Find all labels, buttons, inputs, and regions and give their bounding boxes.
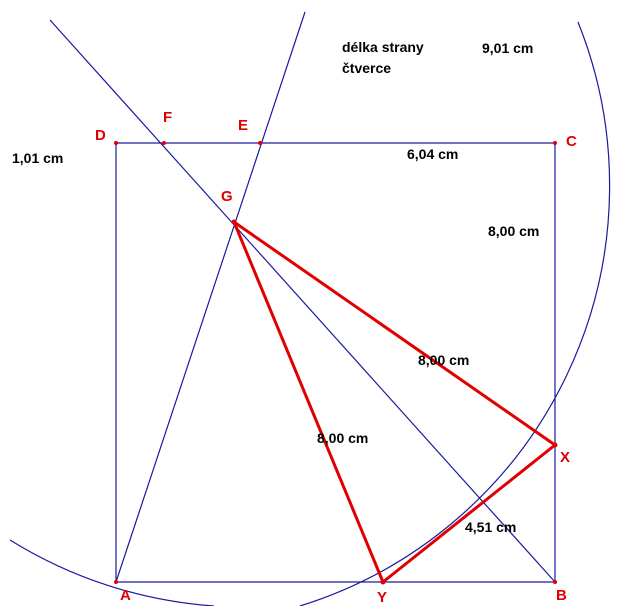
label-e: E — [238, 117, 248, 134]
line-fb — [49, 19, 556, 583]
measure-fc: 6,04 cm — [407, 146, 458, 162]
measure-gy: 8,00 cm — [317, 430, 368, 446]
square-side-value: 9,01 cm — [482, 40, 533, 56]
point-f-marker — [162, 141, 166, 145]
line-ae — [115, 11, 306, 583]
label-y: Y — [377, 589, 387, 606]
point-d-marker — [114, 141, 118, 145]
point-a-marker — [114, 580, 118, 584]
point-y-marker — [380, 579, 386, 585]
side-gy — [232, 221, 385, 583]
point-markers — [114, 141, 558, 585]
equilateral-triangle-gxy — [232, 220, 556, 584]
measure-df: 1,01 cm — [12, 150, 63, 166]
square-side-label-line2: čtverce — [342, 60, 391, 76]
label-b: B — [556, 587, 567, 604]
measure-gx: 8,00 cm — [418, 352, 469, 368]
point-g-marker — [231, 219, 237, 225]
label-d: D — [95, 127, 106, 144]
point-x-marker — [552, 442, 558, 448]
bottom-left-arc — [9, 539, 215, 606]
label-g: G — [221, 188, 233, 205]
measure-xy: 4,51 cm — [465, 519, 516, 535]
point-c-marker — [553, 141, 557, 145]
label-a: A — [120, 587, 131, 604]
measure-bc: 8,00 cm — [488, 223, 539, 239]
label-f: F — [163, 109, 172, 126]
point-e-marker — [258, 141, 262, 145]
square-side-label-line1: délka strany — [342, 39, 424, 55]
point-b-marker — [553, 580, 557, 584]
side-yx — [382, 443, 556, 584]
label-x: X — [560, 449, 570, 466]
label-c: C — [566, 133, 577, 150]
side-gx — [233, 220, 556, 447]
construction-lines — [9, 11, 611, 606]
right-arc — [299, 21, 611, 606]
